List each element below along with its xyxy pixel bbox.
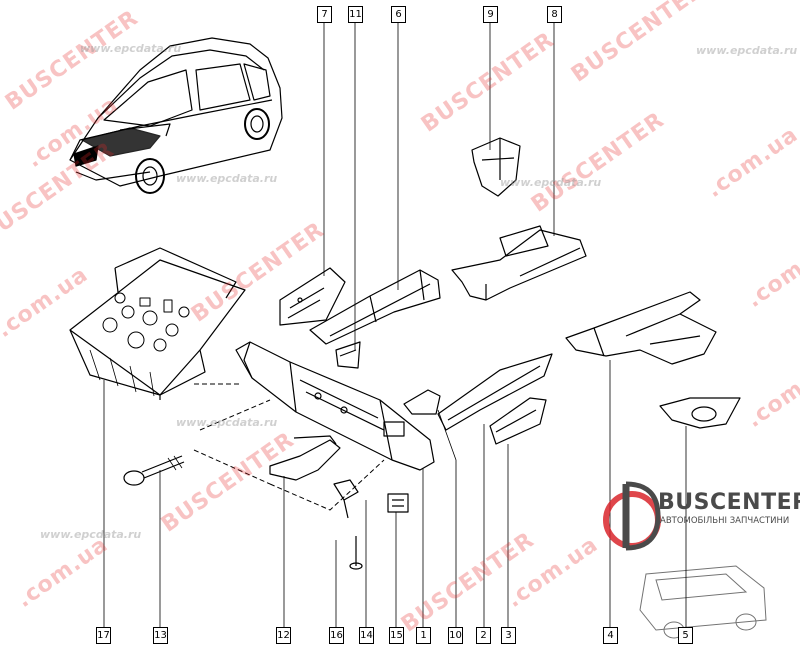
logo-mark [603, 481, 767, 639]
bracket-12 [269, 435, 341, 481]
longitudinal-member-8 [451, 225, 587, 301]
small-bracket-10 [403, 389, 441, 415]
callout-8: 8 [547, 6, 562, 23]
callout-1: 1 [416, 627, 431, 644]
callout-3: 3 [501, 627, 516, 644]
callout-5: 5 [678, 627, 693, 644]
tow-eye-13 [123, 455, 185, 486]
callout-17: 17 [96, 627, 111, 644]
logo-tagline: АВТОМОБІЛЬНІ ЗАПЧАСТИНИ [660, 516, 790, 526]
side-member-4 [565, 291, 717, 365]
bolt-and-clip [333, 479, 363, 570]
callout-2: 2 [476, 627, 491, 644]
front-cross-member [235, 341, 435, 471]
callout-11: 11 [348, 6, 363, 23]
panel-bracket-7 [279, 267, 346, 326]
small-bracket-11 [335, 341, 361, 369]
assembly-lines [193, 383, 385, 511]
callout-14: 14 [359, 627, 374, 644]
car-illustration [69, 37, 283, 194]
callout-16: 16 [329, 627, 344, 644]
callout-15: 15 [389, 627, 404, 644]
callout-9: 9 [483, 6, 498, 23]
callout-12: 12 [276, 627, 291, 644]
logo-name: BUSCENTER [658, 490, 800, 515]
callout-13: 13 [153, 627, 168, 644]
leader-lines [103, 20, 687, 628]
rail-section-2 [437, 353, 553, 431]
reinforcement-3 [489, 397, 547, 445]
callout-4: 4 [603, 627, 618, 644]
buscenter-logo: BUSCENTER АВТОМОБІЛЬНІ ЗАПЧАСТИНИ [596, 470, 800, 650]
fastener-kit-box [69, 247, 246, 400]
bracket-9 [471, 137, 521, 197]
callout-7: 7 [317, 6, 332, 23]
callout-6: 6 [391, 6, 406, 23]
reinforcement-5 [659, 397, 741, 429]
side-rail-6 [309, 269, 441, 345]
cage-nut-15 [387, 493, 409, 513]
callout-10: 10 [448, 627, 463, 644]
